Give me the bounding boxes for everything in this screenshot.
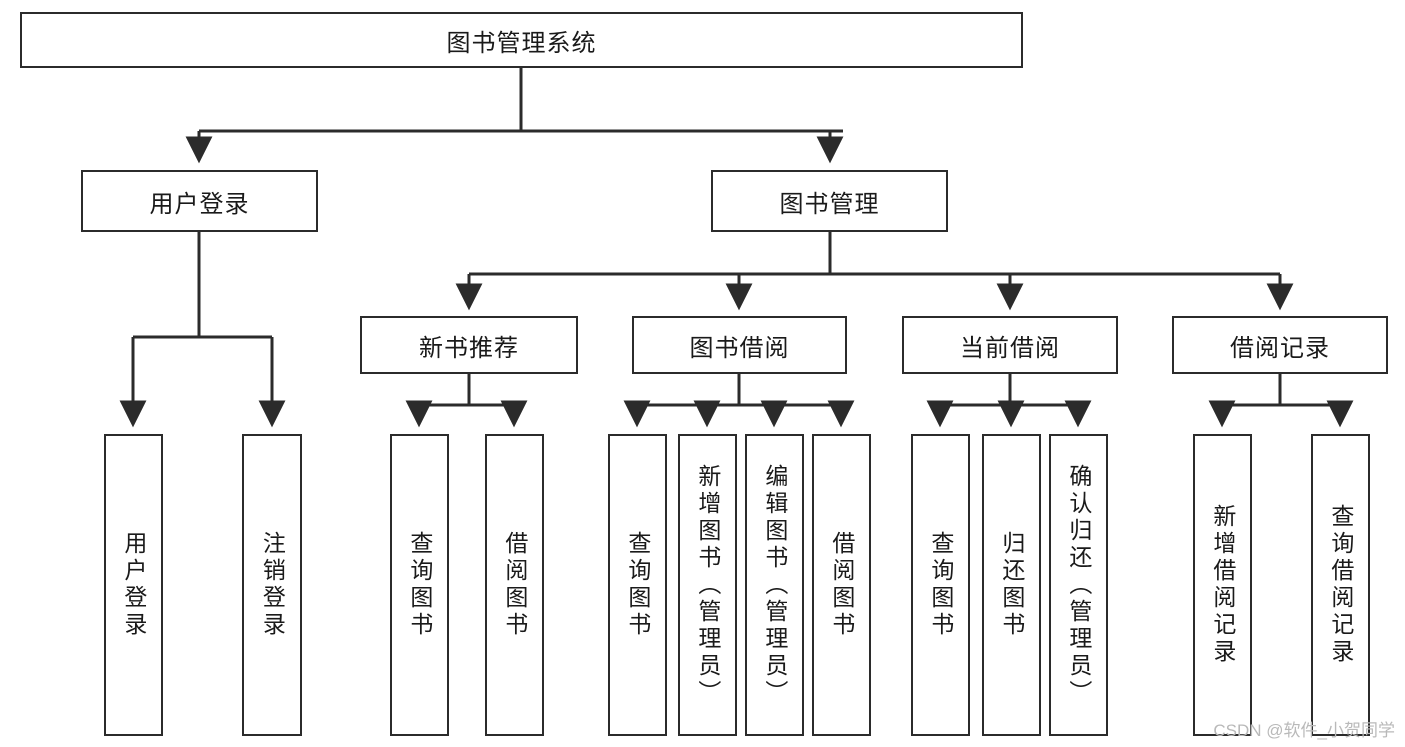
- watermark: CSDN @软件_小贺同学: [1213, 721, 1395, 740]
- node-leaf-record-query-label: 查询借阅记录: [1327, 504, 1354, 666]
- node-new-book-recommend-label: 新书推荐: [419, 334, 519, 362]
- node-leaf-borrow-edit-book-label: 编辑图书（管理员）: [761, 463, 788, 707]
- node-borrow-record-label: 借阅记录: [1230, 334, 1330, 362]
- node-leaf-borrow-add-book-label: 新增图书（管理员）: [694, 463, 721, 707]
- node-borrow-record[interactable]: 借阅记录: [1172, 316, 1388, 374]
- node-root[interactable]: 图书管理系统: [20, 12, 1023, 68]
- node-leaf-current-confirm-return-label: 确认归还（管理员）: [1065, 463, 1092, 707]
- node-leaf-recommend-borrow-book-label: 借阅图书: [501, 531, 528, 639]
- node-leaf-borrow-borrow-book[interactable]: 借阅图书: [812, 434, 871, 736]
- node-leaf-current-return-book-label: 归还图书: [998, 531, 1025, 639]
- node-leaf-borrow-edit-book[interactable]: 编辑图书（管理员）: [745, 434, 804, 736]
- node-leaf-borrow-borrow-book-label: 借阅图书: [828, 531, 855, 639]
- node-leaf-record-query[interactable]: 查询借阅记录: [1311, 434, 1370, 736]
- node-new-book-recommend[interactable]: 新书推荐: [360, 316, 578, 374]
- node-current-borrow-label: 当前借阅: [960, 334, 1060, 362]
- node-leaf-user-login[interactable]: 用户登录: [104, 434, 163, 736]
- node-leaf-user-login-label: 用户登录: [120, 531, 147, 639]
- node-leaf-current-query-book-label: 查询图书: [927, 531, 954, 639]
- node-book-manage-label: 图书管理: [779, 190, 880, 218]
- node-current-borrow[interactable]: 当前借阅: [902, 316, 1118, 374]
- node-book-manage[interactable]: 图书管理: [711, 170, 948, 232]
- node-book-borrow-label: 图书借阅: [689, 334, 790, 362]
- node-leaf-borrow-query-book[interactable]: 查询图书: [608, 434, 667, 736]
- node-leaf-recommend-query-book-label: 查询图书: [406, 531, 433, 639]
- node-leaf-logout-label: 注销登录: [259, 531, 286, 639]
- node-leaf-current-query-book[interactable]: 查询图书: [911, 434, 970, 736]
- node-leaf-borrow-query-book-label: 查询图书: [624, 531, 651, 639]
- node-leaf-record-add[interactable]: 新增借阅记录: [1193, 434, 1252, 736]
- node-user-login-label: 用户登录: [149, 190, 250, 218]
- node-user-login[interactable]: 用户登录: [81, 170, 318, 232]
- node-leaf-recommend-query-book[interactable]: 查询图书: [390, 434, 449, 736]
- node-leaf-current-return-book[interactable]: 归还图书: [982, 434, 1041, 736]
- node-book-borrow[interactable]: 图书借阅: [632, 316, 847, 374]
- node-leaf-current-confirm-return[interactable]: 确认归还（管理员）: [1049, 434, 1108, 736]
- node-leaf-record-add-label: 新增借阅记录: [1209, 504, 1236, 666]
- node-leaf-recommend-borrow-book[interactable]: 借阅图书: [485, 434, 544, 736]
- node-leaf-borrow-add-book[interactable]: 新增图书（管理员）: [678, 434, 737, 736]
- node-root-label: 图书管理系统: [446, 29, 597, 57]
- node-leaf-logout[interactable]: 注销登录: [242, 434, 302, 736]
